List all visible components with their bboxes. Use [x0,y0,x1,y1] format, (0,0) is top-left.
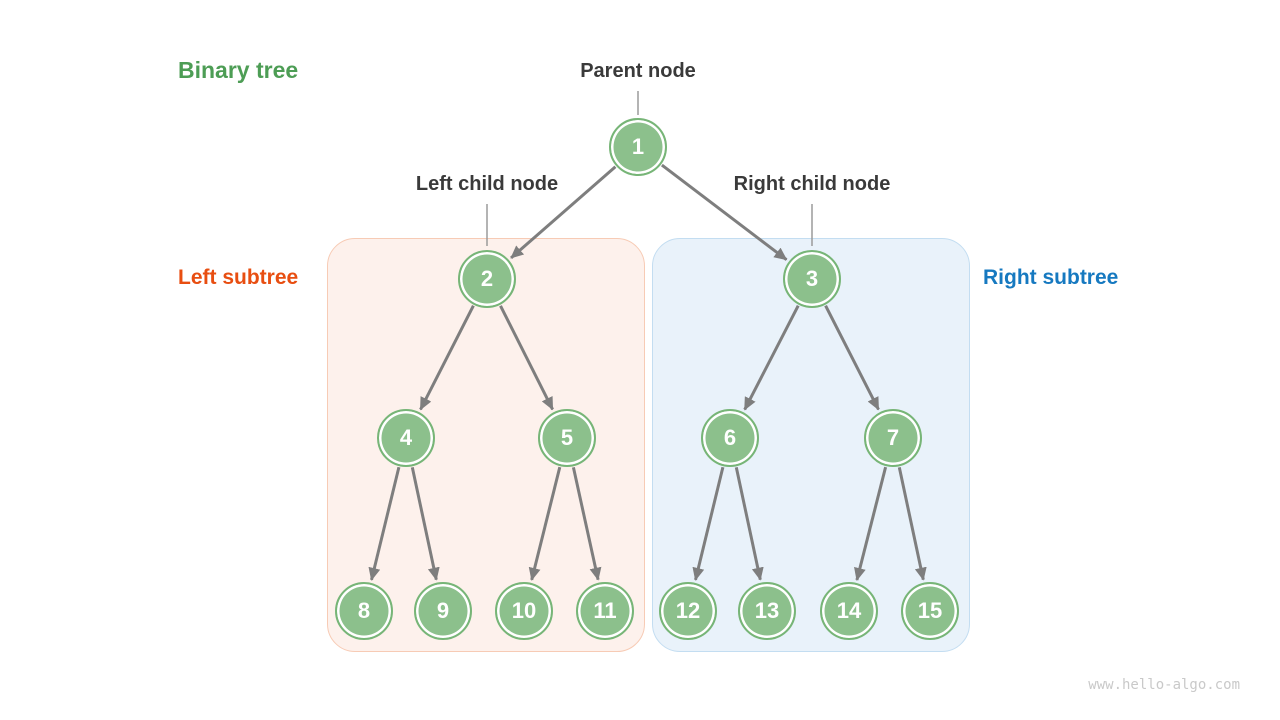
tree-node-4: 4 [377,409,435,467]
edge-5-10 [528,466,562,581]
tree-node-1: 1 [609,118,667,176]
edge-6-13 [734,466,764,581]
right-child-node-label: Right child node [733,173,891,195]
edge-4-9 [410,466,440,581]
tree-node-2: 2 [458,250,516,308]
tree-node-12: 12 [659,582,717,640]
left-child-node-label: Left child node [415,173,559,195]
tree-node-14: 14 [820,582,878,640]
edge-5-11 [571,466,602,581]
edge-4-8 [368,466,401,581]
right-subtree-label: Right subtree [983,266,1119,289]
tree-node-11: 11 [576,582,634,640]
left-subtree-label: Left subtree [178,266,299,289]
edge-3-6 [743,305,800,411]
edge-7-14 [854,466,888,581]
edge-1-3 [660,163,788,261]
edge-6-12 [692,466,725,581]
tree-node-3: 3 [783,250,841,308]
tree-node-6: 6 [701,409,759,467]
tree-node-8: 8 [335,582,393,640]
tree-node-15: 15 [901,582,959,640]
tree-node-7: 7 [864,409,922,467]
tree-node-5: 5 [538,409,596,467]
tree-node-10: 10 [495,582,553,640]
edge-1-2 [510,165,617,260]
tree-node-13: 13 [738,582,796,640]
tree-node-9: 9 [414,582,472,640]
parent-node-label: Parent node [580,60,696,82]
edge-7-15 [897,466,927,581]
diagram-title: Binary tree [178,57,299,83]
edge-3-7 [824,305,880,411]
watermark: www.hello-algo.com [1088,677,1240,693]
edge-2-5 [499,305,554,411]
edge-2-4 [419,305,475,411]
